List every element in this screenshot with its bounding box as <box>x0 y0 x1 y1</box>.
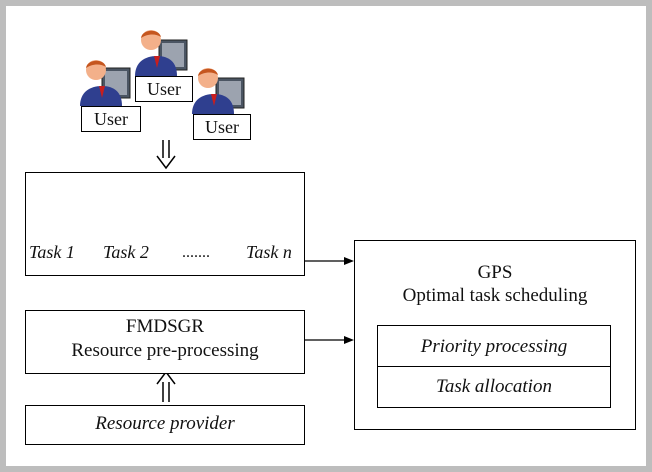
arrow-fmdsgr-to-gps <box>304 336 354 344</box>
user-icon-middle <box>135 30 188 76</box>
task-ellipsis: ....... <box>182 244 210 261</box>
tasks-box <box>25 172 305 276</box>
fmdsgr-subtitle: Resource pre-processing <box>71 340 259 361</box>
user-icon-left <box>80 60 131 106</box>
fmdsgr-box <box>25 310 305 374</box>
resource-provider-label: Resource provider <box>95 413 235 434</box>
up-double-arrow <box>156 370 176 402</box>
user-icon-right <box>192 68 245 114</box>
fmdsgr-title: FMDSGR <box>125 316 205 337</box>
resource-provider-box <box>25 405 305 445</box>
task-allocation-box <box>377 366 611 408</box>
user-tag-left: User <box>81 106 141 132</box>
task-n-label: Task n <box>246 242 292 262</box>
priority-processing-box <box>377 325 611 367</box>
gps-subtitle: Optimal task scheduling <box>402 285 588 306</box>
gps-title: GPS <box>477 262 513 283</box>
user-tag-right: User <box>193 114 251 140</box>
task-1-label: Task 1 <box>29 242 75 262</box>
user-tag-middle: User <box>135 76 193 102</box>
arrow-tasks-to-gps <box>304 257 354 265</box>
down-double-arrow <box>156 140 176 170</box>
priority-processing-label: Priority processing <box>420 336 568 357</box>
task-allocation-label: Task allocation <box>436 376 552 397</box>
task-2-label: Task 2 <box>103 242 149 262</box>
